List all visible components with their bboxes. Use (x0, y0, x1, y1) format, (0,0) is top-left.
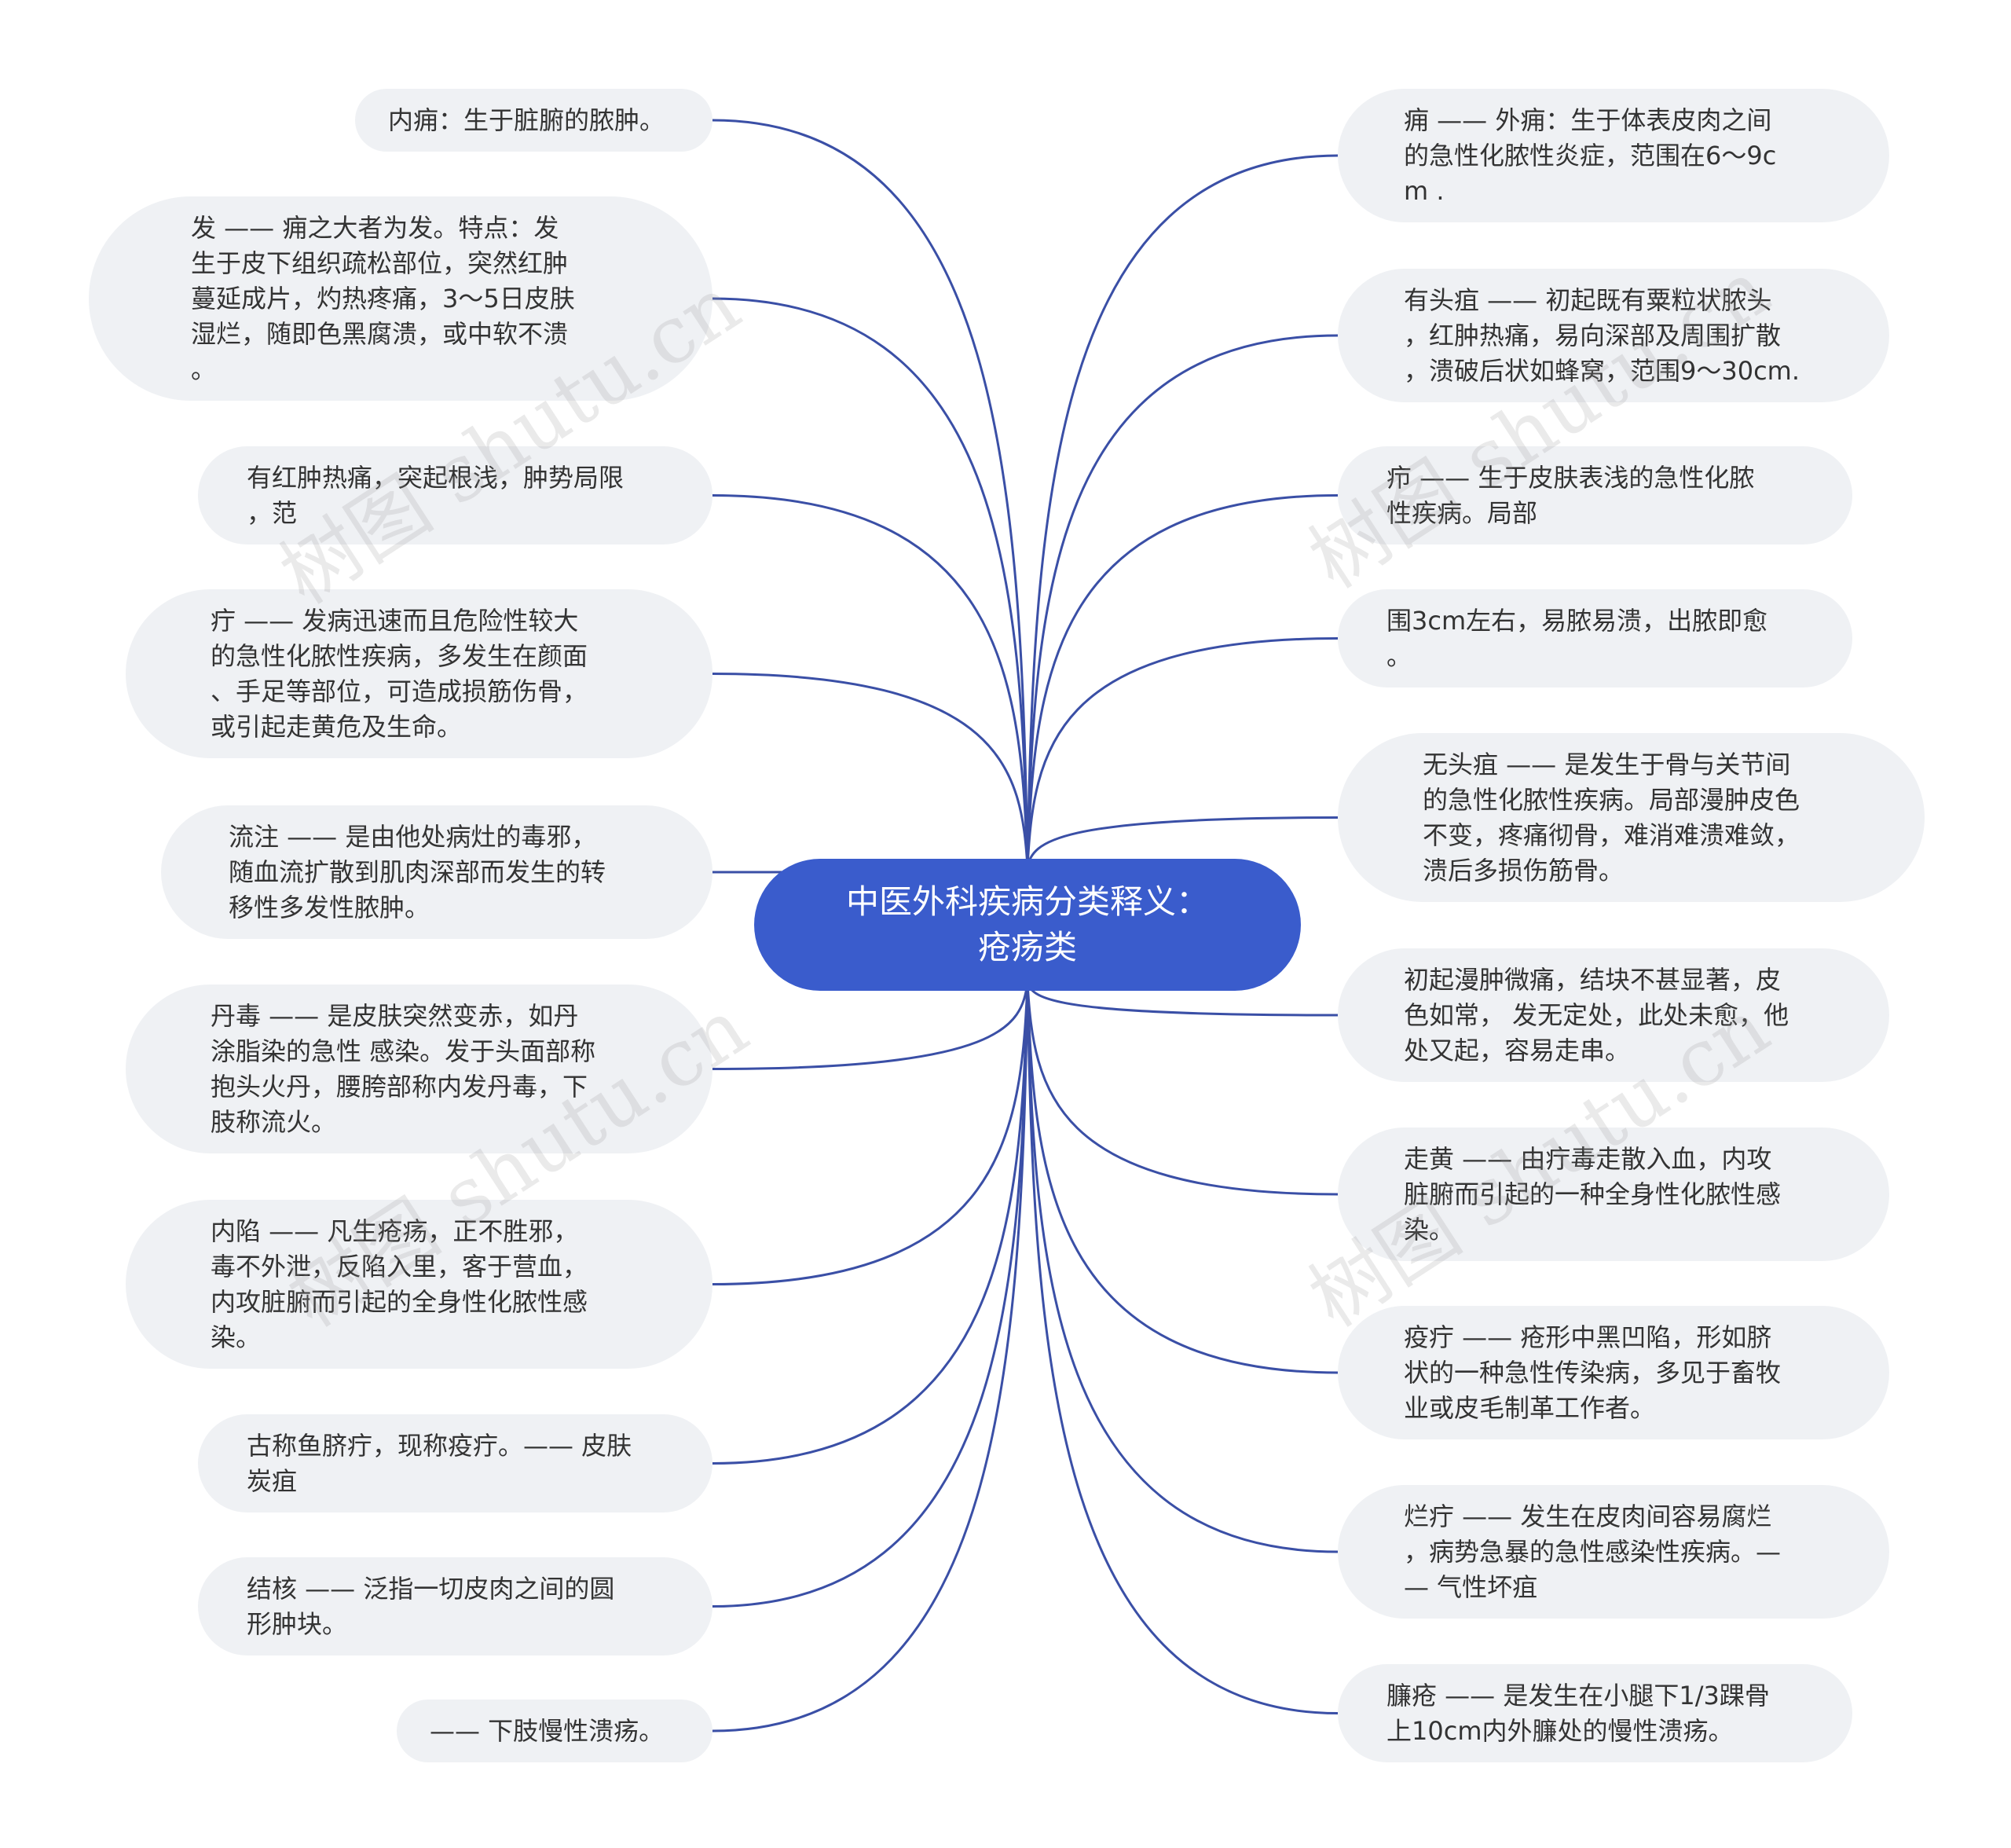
edge-right-7 (1026, 982, 1339, 1196)
node-text: 走黄 —— 由疔毒走散入血，内攻 脏腑而引起的一种全身性化脓性感 染。 (1404, 1143, 1782, 1245)
node-text: 疖 —— 生于皮肤表浅的急性化脓 性疾病。局部 (1386, 462, 1755, 528)
edge-left-9 (712, 982, 1029, 1608)
node-text: 丹毒 —— 是皮肤突然变赤，如丹 涂脂染的急性 感染。发于头面部称 抱头火丹，腰… (211, 1000, 596, 1137)
node-text: 内痈：生于脏腑的脓肿。 (388, 104, 665, 135)
edge-right-3 (1026, 494, 1339, 867)
edge-left-3 (712, 494, 1029, 867)
edge-right-8 (1026, 982, 1339, 1374)
right-node-8[interactable]: 疫疔 —— 疮形中黑凹陷，形如脐 状的一种急性传染病，多见于畜牧 业或皮毛制革工… (1338, 1306, 1889, 1439)
edge-right-10 (1026, 982, 1339, 1714)
left-node-9[interactable]: 结核 —— 泛指一切皮肉之间的圆 形肿块。 (198, 1557, 712, 1656)
node-text: 烂疔 —— 发生在皮肉间容易腐烂 ，病势急暴的急性感染性疾病。— — 气性坏疽 (1404, 1501, 1782, 1602)
right-node-4[interactable]: 围3cm左右，易脓易溃，出脓即愈 。 (1338, 589, 1852, 688)
edge-left-4 (712, 673, 1029, 867)
edge-right-1 (1026, 154, 1339, 867)
node-text: 围3cm左右，易脓易溃，出脓即愈 。 (1386, 605, 1768, 671)
right-node-6[interactable]: 初起漫肿微痛，结块不甚显著，皮 色如常， 发无定处，此处未愈，他 处又起，容易走… (1338, 948, 1889, 1082)
right-node-5[interactable]: 无头疽 —— 是发生于骨与关节间 的急性化脓性疾病。局部漫肿皮色 不变，疼痛彻骨… (1338, 733, 1925, 902)
node-text: 古称鱼脐疔，现称疫疔。—— 皮肤 炭疽 (247, 1430, 632, 1496)
edge-right-2 (1026, 334, 1339, 867)
left-node-5[interactable]: 流注 —— 是由他处病灶的毒邪， 随血流扩散到肌肉深部而发生的转 移性多发性脓肿… (161, 805, 712, 939)
left-node-2[interactable]: 发 —— 痈之大者为发。特点：发 生于皮下组织疏松部位，突然红肿 蔓延成片，灼热… (89, 196, 712, 401)
node-text: 流注 —— 是由他处病灶的毒邪， 随血流扩散到肌肉深部而发生的转 移性多发性脓肿… (229, 821, 606, 922)
node-text: 无头疽 —— 是发生于骨与关节间 的急性化脓性疾病。局部漫肿皮色 不变，疼痛彻骨… (1423, 749, 1800, 886)
node-text: 疔 —— 发病迅速而且危险性较大 的急性化脓性疾病，多发生在颜面 、手足等部位，… (211, 605, 588, 742)
central-topic[interactable]: 中医外科疾病分类释义： 疮疡类 (754, 859, 1301, 991)
edge-right-5 (1026, 816, 1339, 867)
right-node-7[interactable]: 走黄 —— 由疔毒走散入血，内攻 脏腑而引起的一种全身性化脓性感 染。 (1338, 1128, 1889, 1261)
edge-left-10 (712, 982, 1029, 1732)
edge-left-8 (712, 982, 1029, 1465)
node-text: 疫疔 —— 疮形中黑凹陷，形如脐 状的一种急性传染病，多见于畜牧 业或皮毛制革工… (1404, 1322, 1782, 1423)
node-text: 结核 —— 泛指一切皮肉之间的圆 形肿块。 (247, 1573, 615, 1639)
node-text: 发 —— 痈之大者为发。特点：发 生于皮下组织疏松部位，突然红肿 蔓延成片，灼热… (191, 212, 575, 384)
right-node-10[interactable]: 臁疮 —— 是发生在小腿下1/3踝骨 上10cm内外臁处的慢性溃疡。 (1338, 1664, 1852, 1762)
node-text: —— 下肢慢性溃疡。 (430, 1715, 665, 1746)
right-node-1[interactable]: 痈 —— 外痈：生于体表皮肉之间 的急性化脓性炎症，范围在6～9c m . (1338, 89, 1889, 222)
left-node-4[interactable]: 疔 —— 发病迅速而且危险性较大 的急性化脓性疾病，多发生在颜面 、手足等部位，… (126, 589, 712, 758)
edge-right-4 (1026, 637, 1339, 867)
left-node-1[interactable]: 内痈：生于脏腑的脓肿。 (355, 89, 712, 152)
central-topic-title: 中医外科疾病分类释义： 疮疡类 (845, 882, 1209, 966)
edge-left-1 (712, 119, 1029, 867)
right-node-2[interactable]: 有头疽 —— 初起既有粟粒状脓头 ，红肿热痛，易向深部及周围扩散 ，溃破后状如蜂… (1338, 269, 1889, 402)
node-text: 痈 —— 外痈：生于体表皮肉之间 的急性化脓性炎症，范围在6～9c m . (1404, 104, 1777, 206)
left-node-8[interactable]: 古称鱼脐疔，现称疫疔。—— 皮肤 炭疽 (198, 1414, 712, 1512)
node-text: 有红肿热痛，突起根浅，肿势局限 ，范 (247, 462, 625, 528)
left-node-6[interactable]: 丹毒 —— 是皮肤突然变赤，如丹 涂脂染的急性 感染。发于头面部称 抱头火丹，腰… (126, 984, 712, 1153)
edge-left-7 (712, 982, 1029, 1285)
node-text: 内陷 —— 凡生疮疡，正不胜邪， 毒不外泄，反陷入里，客于营血， 内攻脏腑而引起… (211, 1216, 588, 1352)
node-text: 初起漫肿微痛，结块不甚显著，皮 色如常， 发无定处，此处未愈，他 处又起，容易走… (1404, 964, 1789, 1065)
edge-left-2 (712, 297, 1029, 867)
right-node-9[interactable]: 烂疔 —— 发生在皮肉间容易腐烂 ，病势急暴的急性感染性疾病。— — 气性坏疽 (1338, 1485, 1889, 1619)
edge-right-9 (1026, 982, 1339, 1553)
edge-left-6 (712, 982, 1029, 1070)
left-node-3[interactable]: 有红肿热痛，突起根浅，肿势局限 ，范 (198, 446, 712, 544)
left-node-10[interactable]: —— 下肢慢性溃疡。 (397, 1700, 712, 1762)
left-node-7[interactable]: 内陷 —— 凡生疮疡，正不胜邪， 毒不外泄，反陷入里，客于营血， 内攻脏腑而引起… (126, 1200, 712, 1369)
node-text: 臁疮 —— 是发生在小腿下1/3踝骨 上10cm内外臁处的慢性溃疡。 (1386, 1680, 1770, 1746)
node-text: 有头疽 —— 初起既有粟粒状脓头 ，红肿热痛，易向深部及周围扩散 ，溃破后状如蜂… (1404, 284, 1800, 386)
right-node-3[interactable]: 疖 —— 生于皮肤表浅的急性化脓 性疾病。局部 (1338, 446, 1852, 544)
